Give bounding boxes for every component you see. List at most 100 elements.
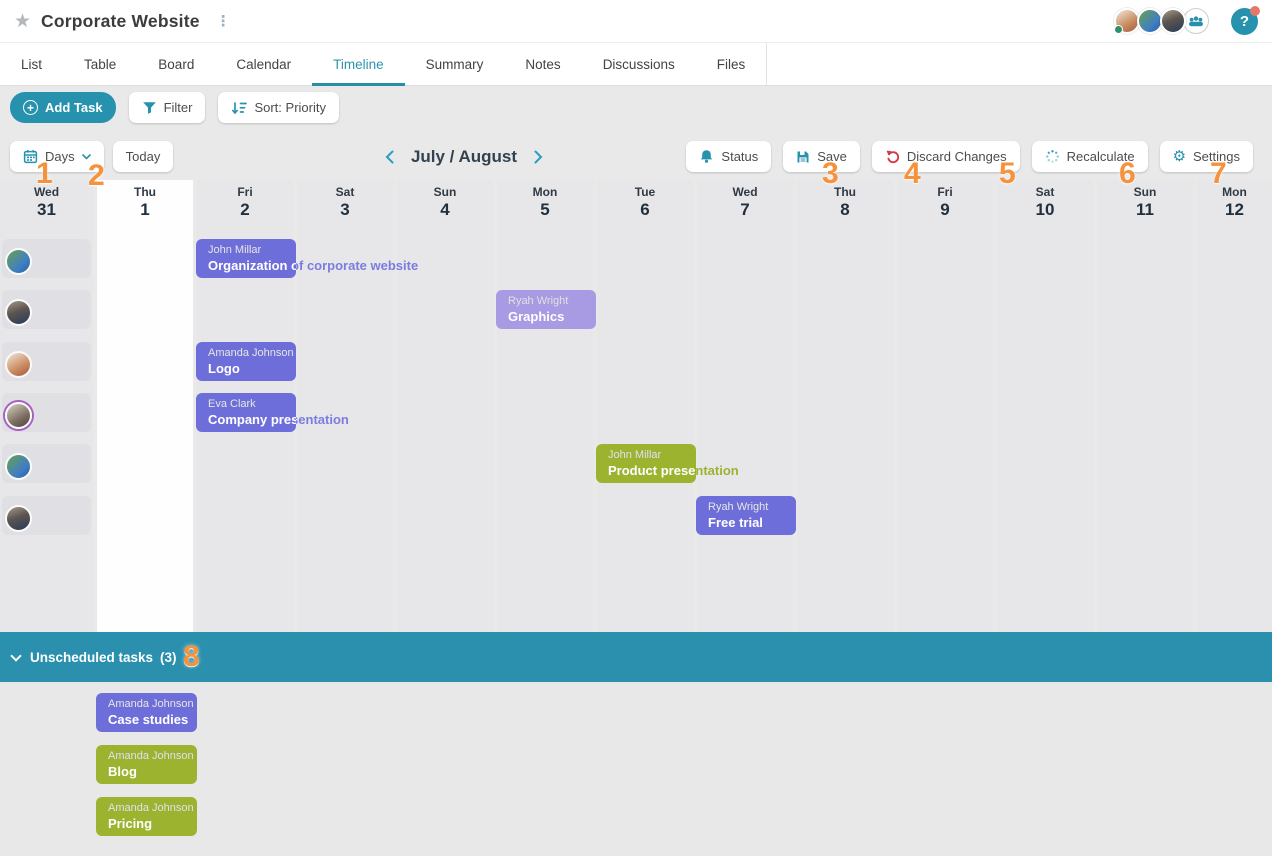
task-bar-organization-of-corporate-website[interactable]: John Millar Organization of corporate we… <box>196 239 418 278</box>
task-overflow-text: John Millar Product presentation <box>608 449 739 478</box>
task-assignee: Amanda Johnson <box>208 347 294 359</box>
dotted-spinner-icon <box>1045 150 1059 163</box>
day-column-thu-8[interactable]: Thu 8 <box>797 180 893 632</box>
sort-button[interactable]: Sort: Priority <box>218 92 339 123</box>
tab-summary[interactable]: Summary <box>425 56 484 72</box>
day-column-thu-1-today[interactable]: Thu 1 <box>97 180 193 632</box>
task-title: Company presentation <box>208 412 296 427</box>
row-avatar-4[interactable] <box>5 402 32 429</box>
bell-icon <box>701 150 713 163</box>
tab-list[interactable]: List <box>21 56 43 72</box>
tab-notes[interactable]: Notes <box>525 56 561 72</box>
unscheduled-count: (3) <box>160 649 177 665</box>
day-column-fri-9[interactable]: Fri 9 <box>897 180 993 632</box>
unscheduled-task-blog[interactable]: Amanda Johnson Blog Amanda Johnson Blog <box>96 745 197 784</box>
gear-icon: ⚙ <box>1172 147 1187 165</box>
task-bar-free-trial[interactable]: Ryah Wright Free trial Ryah Wright Free … <box>696 496 796 535</box>
row-avatar-1[interactable] <box>5 248 32 275</box>
online-status-dot <box>1114 25 1123 34</box>
task-overflow-text: Amanda Johnson Blog <box>108 750 194 779</box>
add-task-button[interactable]: + Add Task <box>10 92 116 123</box>
people-group-icon <box>1189 16 1203 27</box>
chevron-left-icon <box>385 150 393 164</box>
task-overflow-text: Amanda Johnson Logo <box>208 347 294 376</box>
task-bar-company-presentation[interactable]: Eva Clark Company presentation Eva Clark… <box>196 393 349 432</box>
unscheduled-label: Unscheduled tasks <box>30 649 154 665</box>
unscheduled-task-case-studies[interactable]: Amanda Johnson Case studies Amanda Johns… <box>96 693 197 732</box>
task-bar-logo[interactable]: Amanda Johnson Logo Amanda Johnson Logo <box>196 342 296 381</box>
team-members-button[interactable] <box>1183 8 1209 34</box>
task-toolbar: + Add Task Filter Sort: Priority <box>10 92 339 123</box>
discard-changes-button[interactable]: Discard Changes <box>871 141 1020 172</box>
undo-icon <box>886 150 900 164</box>
period-navigation: July / August <box>378 141 550 173</box>
chevron-right-icon <box>534 150 543 164</box>
timeline-view: + Add Task Filter Sort: Priority <box>0 86 1272 856</box>
task-title: Blog <box>108 764 137 779</box>
day-column-sun-11[interactable]: Sun 11 <box>1097 180 1193 632</box>
today-button[interactable]: Today <box>112 141 174 172</box>
settings-button[interactable]: ⚙ Settings <box>1159 141 1253 172</box>
project-title: Corporate Website <box>41 10 200 31</box>
member-avatar-2[interactable] <box>1137 8 1163 34</box>
task-assignee: Amanda Johnson <box>108 698 194 710</box>
task-title: Case studies <box>108 712 189 727</box>
member-avatar-3[interactable] <box>1160 8 1186 34</box>
task-assignee: John Millar <box>608 449 662 461</box>
day-column-mon-12[interactable]: Mon 12 <box>1197 180 1272 632</box>
task-overflow-text: Amanda Johnson Case studies <box>108 698 194 727</box>
next-period-button[interactable] <box>528 146 550 168</box>
day-column-wed-7[interactable]: Wed 7 <box>697 180 793 632</box>
calendar-icon <box>23 150 38 164</box>
row-avatar-6[interactable] <box>5 505 32 532</box>
recalculate-button[interactable]: Recalculate <box>1031 141 1148 172</box>
day-column-mon-5[interactable]: Mon 5 <box>497 180 593 632</box>
status-button[interactable]: Status <box>686 141 772 172</box>
row-avatar-2[interactable] <box>5 299 32 326</box>
task-overflow-text: Ryah Wright Graphics <box>508 295 569 324</box>
project-menu-kebab-icon[interactable]: ⋮ <box>215 12 231 30</box>
save-button[interactable]: Save <box>783 141 860 172</box>
unscheduled-tasks-header[interactable]: Unscheduled tasks (3) <box>0 632 1272 682</box>
task-overflow-text: John Millar Organization of corporate we… <box>208 244 419 273</box>
tab-table[interactable]: Table <box>84 56 117 72</box>
tab-files[interactable]: Files <box>716 56 746 72</box>
task-assignee: Ryah Wright <box>708 501 769 513</box>
task-title: Free trial <box>708 515 763 530</box>
help-button[interactable]: ? <box>1231 5 1260 35</box>
filter-button[interactable]: Filter <box>128 92 206 123</box>
timeline-grid: Wed 31 Thu 1 Fri 2 Sat 3 Sun 4 Mon 5 Tue… <box>0 180 1272 632</box>
unscheduled-task-pricing[interactable]: Amanda Johnson Pricing Amanda Johnson Pr… <box>96 797 197 836</box>
floppy-icon <box>797 151 809 162</box>
task-overflow-text: Amanda Johnson Pricing <box>108 802 194 831</box>
unscheduled-tasks-area: Amanda Johnson Case studies Amanda Johns… <box>0 682 1272 856</box>
day-column-sun-4[interactable]: Sun 4 <box>397 180 493 632</box>
task-assignee: Amanda Johnson <box>108 750 194 762</box>
day-column-sat-10[interactable]: Sat 10 <box>997 180 1093 632</box>
prev-period-button[interactable] <box>378 146 400 168</box>
task-title: Product presentation <box>608 463 696 478</box>
tab-board[interactable]: Board <box>158 56 195 72</box>
task-assignee: Amanda Johnson <box>108 802 194 814</box>
row-avatar-5[interactable] <box>5 453 32 480</box>
task-bar-graphics[interactable]: Ryah Wright Graphics Ryah Wright Graphic… <box>496 290 596 329</box>
plus-circle-icon: + <box>23 100 38 115</box>
task-assignee: John Millar <box>208 244 262 256</box>
view-tabs: List Table Board Calendar Timeline Summa… <box>0 42 1272 86</box>
task-bar-product-presentation[interactable]: John Millar Product presentation John Mi… <box>596 444 739 483</box>
task-assignee: Eva Clark <box>208 398 256 410</box>
scale-dropdown[interactable]: Days <box>10 141 104 172</box>
tab-discussions[interactable]: Discussions <box>602 56 675 72</box>
tab-timeline[interactable]: Timeline <box>312 43 405 86</box>
collapse-chevron-icon <box>10 649 22 662</box>
task-overflow-text: Ryah Wright Free trial <box>708 501 769 530</box>
day-column-sat-3[interactable]: Sat 3 <box>297 180 393 632</box>
favorite-star-icon[interactable]: ★ <box>14 10 32 32</box>
member-avatar-1[interactable] <box>1114 8 1140 34</box>
task-overflow-text: Eva Clark Company presentation <box>208 398 349 427</box>
row-avatar-3[interactable] <box>5 351 32 378</box>
day-column-tue-6[interactable]: Tue 6 <box>597 180 693 632</box>
tab-divider <box>766 43 768 85</box>
timeline-action-buttons: Status Save Discard Changes <box>686 141 1253 172</box>
tab-calendar[interactable]: Calendar <box>236 56 292 72</box>
